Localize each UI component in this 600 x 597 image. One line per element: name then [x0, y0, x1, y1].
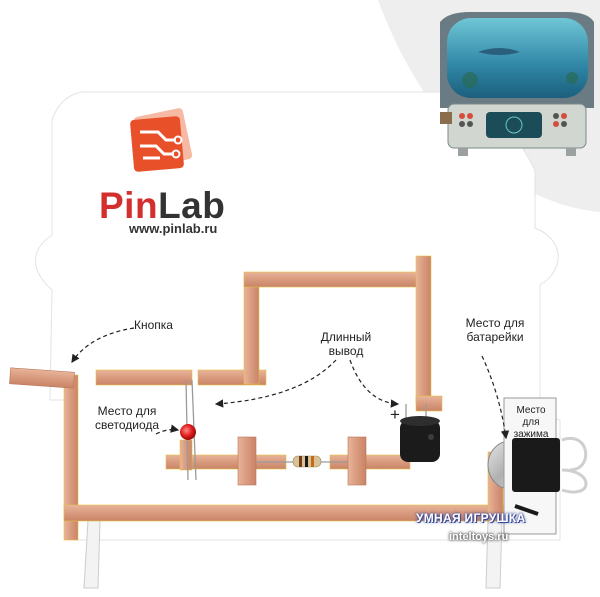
- trace-resistor-pad: [347, 436, 367, 486]
- trace-top-row-left: [95, 369, 193, 386]
- trace-right-to-battery: [415, 395, 443, 412]
- trace-led-pad: [237, 436, 257, 486]
- led-component: [180, 379, 197, 481]
- trace-led-stub: [179, 439, 193, 471]
- brand-lab: Lab: [158, 185, 226, 226]
- plus-sign: +: [390, 405, 400, 424]
- arrow-battery: [481, 355, 510, 440]
- watermark-site: inteltoys.ru: [449, 531, 509, 543]
- binder-clip: [503, 397, 588, 535]
- clip-place-line2: для: [522, 417, 540, 428]
- resistor-component: [256, 455, 348, 468]
- led-place-line1: Место для: [97, 404, 157, 418]
- buzzer-component: [400, 404, 440, 462]
- long-lead-label: Длинный вывод: [306, 330, 386, 358]
- submarine-toy-inset: [440, 12, 594, 156]
- arrow-long-lead-left: [214, 359, 337, 408]
- trace-loop-top: [243, 271, 431, 288]
- led-place-line2: светодиода: [94, 418, 160, 432]
- battery-place-line1: Место для: [465, 316, 525, 330]
- clip-place-line1: Место: [516, 405, 546, 416]
- long-lead-line1: Длинный: [320, 330, 372, 344]
- battery-place-line2: батарейки: [466, 330, 524, 344]
- arrow-long-lead-right: [349, 359, 400, 408]
- battery-place-label: Место для батарейки: [450, 316, 540, 344]
- brand-website: www.pinlab.ru: [129, 221, 218, 236]
- long-lead-line2: вывод: [328, 344, 364, 358]
- led-place-label: Место для светодиода: [72, 404, 182, 432]
- clip-place-line3: зажима: [513, 429, 549, 440]
- button-label: Кнопка: [134, 318, 173, 332]
- watermark-title: УМНАЯ ИГРУШКА: [416, 511, 526, 525]
- trace-loop-left: [243, 275, 260, 385]
- arrow-led: [155, 424, 180, 435]
- copper-traces: [9, 255, 527, 541]
- clip-place-label: Место для зажима: [508, 405, 554, 441]
- arrow-button: [71, 327, 135, 363]
- pinlab-logo-icon: [130, 108, 193, 172]
- brand-name: PinLab: [99, 185, 225, 227]
- brand-pin: Pin: [99, 185, 159, 226]
- trace-loop-right: [415, 255, 432, 405]
- trace-button-stub: [9, 367, 75, 389]
